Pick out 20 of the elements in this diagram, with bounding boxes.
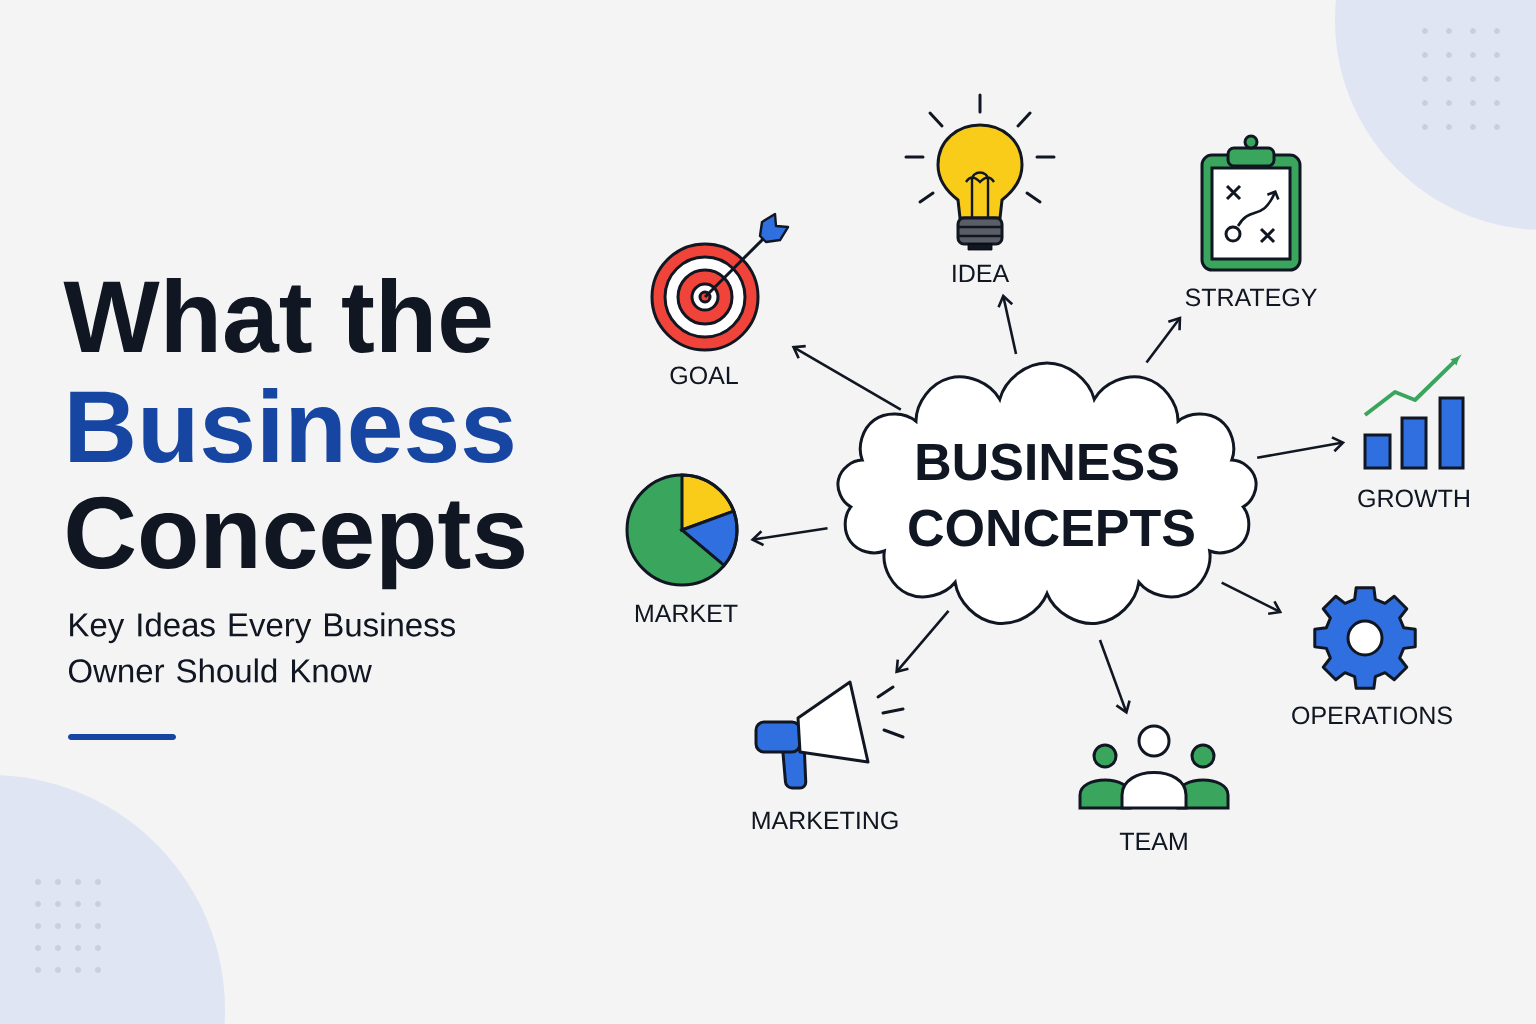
- subtitle-text: Key Ideas Every Business Owner Should Know: [68, 612, 455, 683]
- node-label: OPERATIONS: [1292, 706, 1452, 725]
- arrow: [1221, 581, 1283, 616]
- node-label: GOAL: [670, 366, 738, 385]
- arrow: [750, 527, 828, 547]
- node-label: GROWTH: [1358, 489, 1469, 508]
- title-text: Business: [70, 388, 513, 463]
- arrow: [1256, 436, 1346, 460]
- title-text: What the: [63, 278, 491, 353]
- arrow: [1145, 316, 1182, 364]
- arrow: [895, 609, 950, 674]
- arrow: [1098, 639, 1131, 715]
- node-label: MARKETING: [752, 811, 898, 830]
- node-label: TEAM: [1119, 832, 1187, 850]
- title-text: Concepts: [67, 496, 524, 590]
- node-label: STRATEGY: [1185, 288, 1317, 307]
- arrow: [997, 293, 1018, 355]
- node-label: IDEA: [953, 264, 1010, 282]
- arrow: [791, 344, 902, 411]
- node-label: MARKET: [635, 604, 738, 622]
